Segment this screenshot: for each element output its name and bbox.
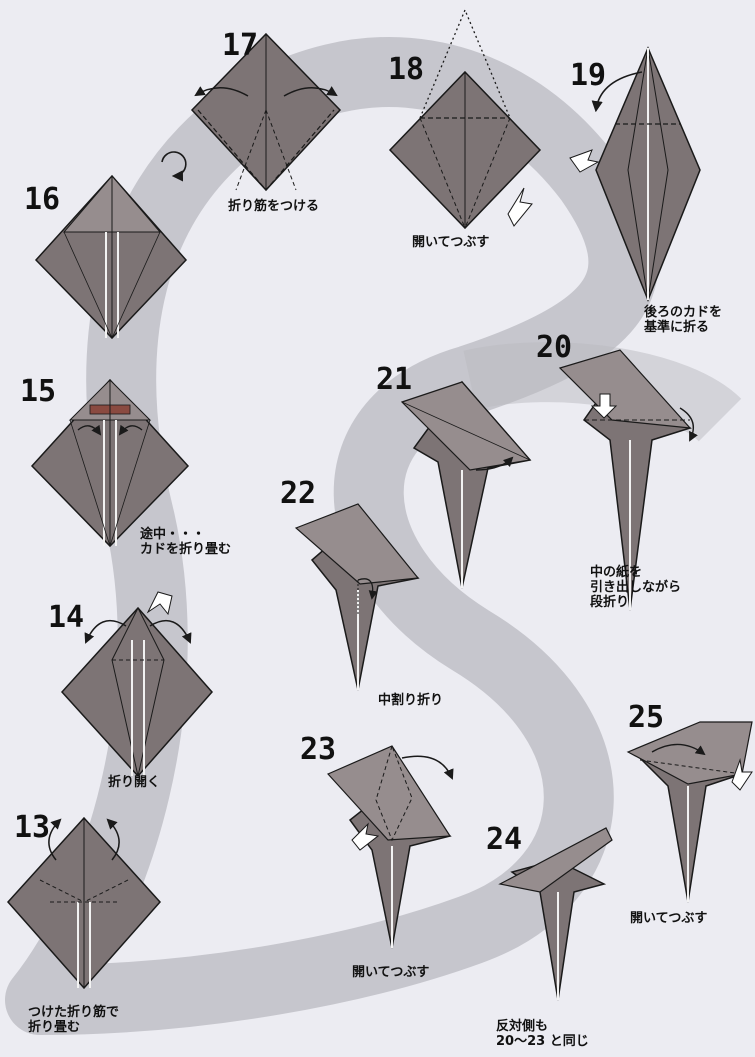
step-caption: 中の紙を 引き出しながら 段折り <box>590 566 681 611</box>
step-caption: 折り筋をつける <box>228 200 319 215</box>
step-number: 18 <box>388 52 424 87</box>
step-number: 14 <box>48 600 84 635</box>
step-caption: 折り開く <box>108 776 160 791</box>
step-caption: 開いてつぶす <box>630 912 707 927</box>
step-caption: 後ろのカドを 基準に折る <box>644 306 722 336</box>
step-number: 23 <box>300 732 336 767</box>
step-number: 20 <box>536 330 572 365</box>
step-number: 19 <box>570 58 606 93</box>
step-number: 15 <box>20 374 56 409</box>
step-number: 16 <box>24 182 60 217</box>
step-number: 21 <box>376 362 412 397</box>
step-number: 22 <box>280 476 316 511</box>
step-caption: 開いてつぶす <box>352 966 429 981</box>
step-caption: 開いてつぶす <box>412 236 489 251</box>
step-number: 25 <box>628 700 664 735</box>
step-number: 24 <box>486 822 522 857</box>
step-number: 13 <box>14 810 50 845</box>
step-21-figure <box>402 382 530 588</box>
step-caption: つけた折り筋で 折り畳む <box>28 1006 119 1036</box>
step-caption: 中割り折り <box>378 694 443 709</box>
step-18-figure <box>390 10 540 228</box>
step-22-figure <box>296 504 418 690</box>
step-17-figure <box>192 34 340 190</box>
step-25-figure <box>628 722 752 902</box>
step-16-figure <box>36 152 186 338</box>
step-number: 17 <box>222 28 258 63</box>
step-caption: 反対側も 20〜23 と同じ <box>496 1020 589 1050</box>
step-caption: 途中・・・ カドを折り畳む <box>140 528 231 558</box>
step-23-figure <box>328 746 452 948</box>
step-14-figure <box>62 592 212 776</box>
